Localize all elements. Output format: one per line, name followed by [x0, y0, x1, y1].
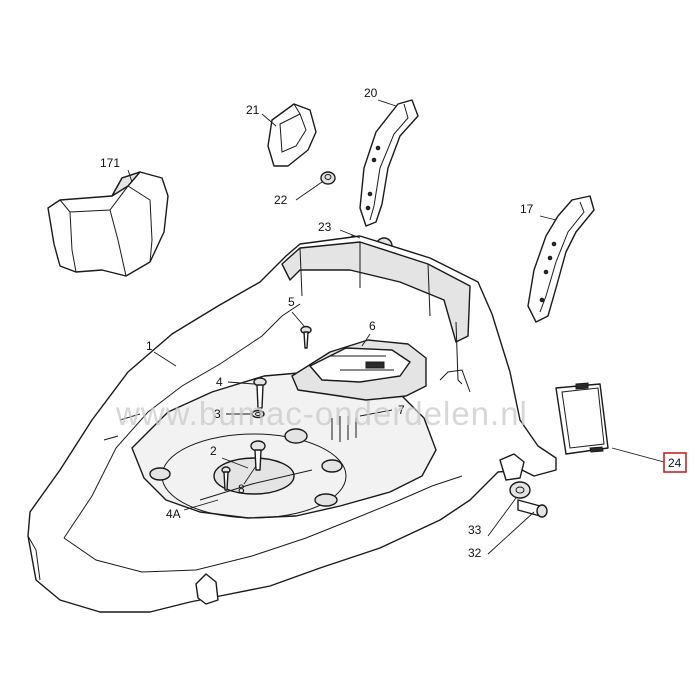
callout-21: 21: [246, 103, 260, 117]
callout-3: 3: [214, 407, 221, 421]
part-1-mower-deck: [27, 235, 557, 613]
callout-32: 32: [468, 546, 482, 560]
callout-24-highlight-box: [663, 452, 687, 473]
callout-20: 20: [364, 86, 378, 100]
watermark-text: www.bumac-onderdelen.nl: [115, 395, 528, 432]
callout-22: 22: [274, 193, 288, 207]
callout-6: 6: [369, 319, 376, 333]
callout-7: 7: [398, 403, 405, 417]
part-6-discharge-plate: [291, 339, 427, 401]
part-4-bolt: [253, 377, 267, 409]
callout-4A: 4A: [166, 507, 181, 521]
part-33-bushing: [509, 481, 531, 499]
part-17-handle-bracket: [527, 195, 595, 323]
leader-lines: [127, 99, 665, 555]
callout-1: 1: [146, 339, 153, 353]
part-171-rear-cover: [47, 171, 169, 277]
callout-4: 4: [216, 375, 223, 389]
part-20-handle-bracket: [359, 99, 419, 227]
callout-24: 24: [668, 456, 682, 470]
part-21-bracket-cover: [267, 103, 317, 167]
callout-8: 8: [238, 482, 245, 496]
part-32-axle: [517, 499, 548, 518]
callout-2: 2: [210, 444, 217, 458]
part-2-bolt: [221, 466, 231, 491]
part-7-fins: [331, 416, 357, 442]
callout-33: 33: [468, 523, 482, 537]
part-22-nut: [320, 171, 336, 185]
callout-171: 171: [100, 156, 120, 170]
part-24-side-flap: [555, 382, 609, 455]
part-5-screw: [300, 325, 312, 349]
part-8-bolt: [250, 440, 266, 471]
callout-23: 23: [318, 220, 332, 234]
callout-labels: 171 21 20 22 23 17 5 6 1 4 3 7 2 8 4A 33…: [100, 86, 687, 560]
callout-17: 17: [520, 202, 534, 216]
callout-5: 5: [288, 295, 295, 309]
